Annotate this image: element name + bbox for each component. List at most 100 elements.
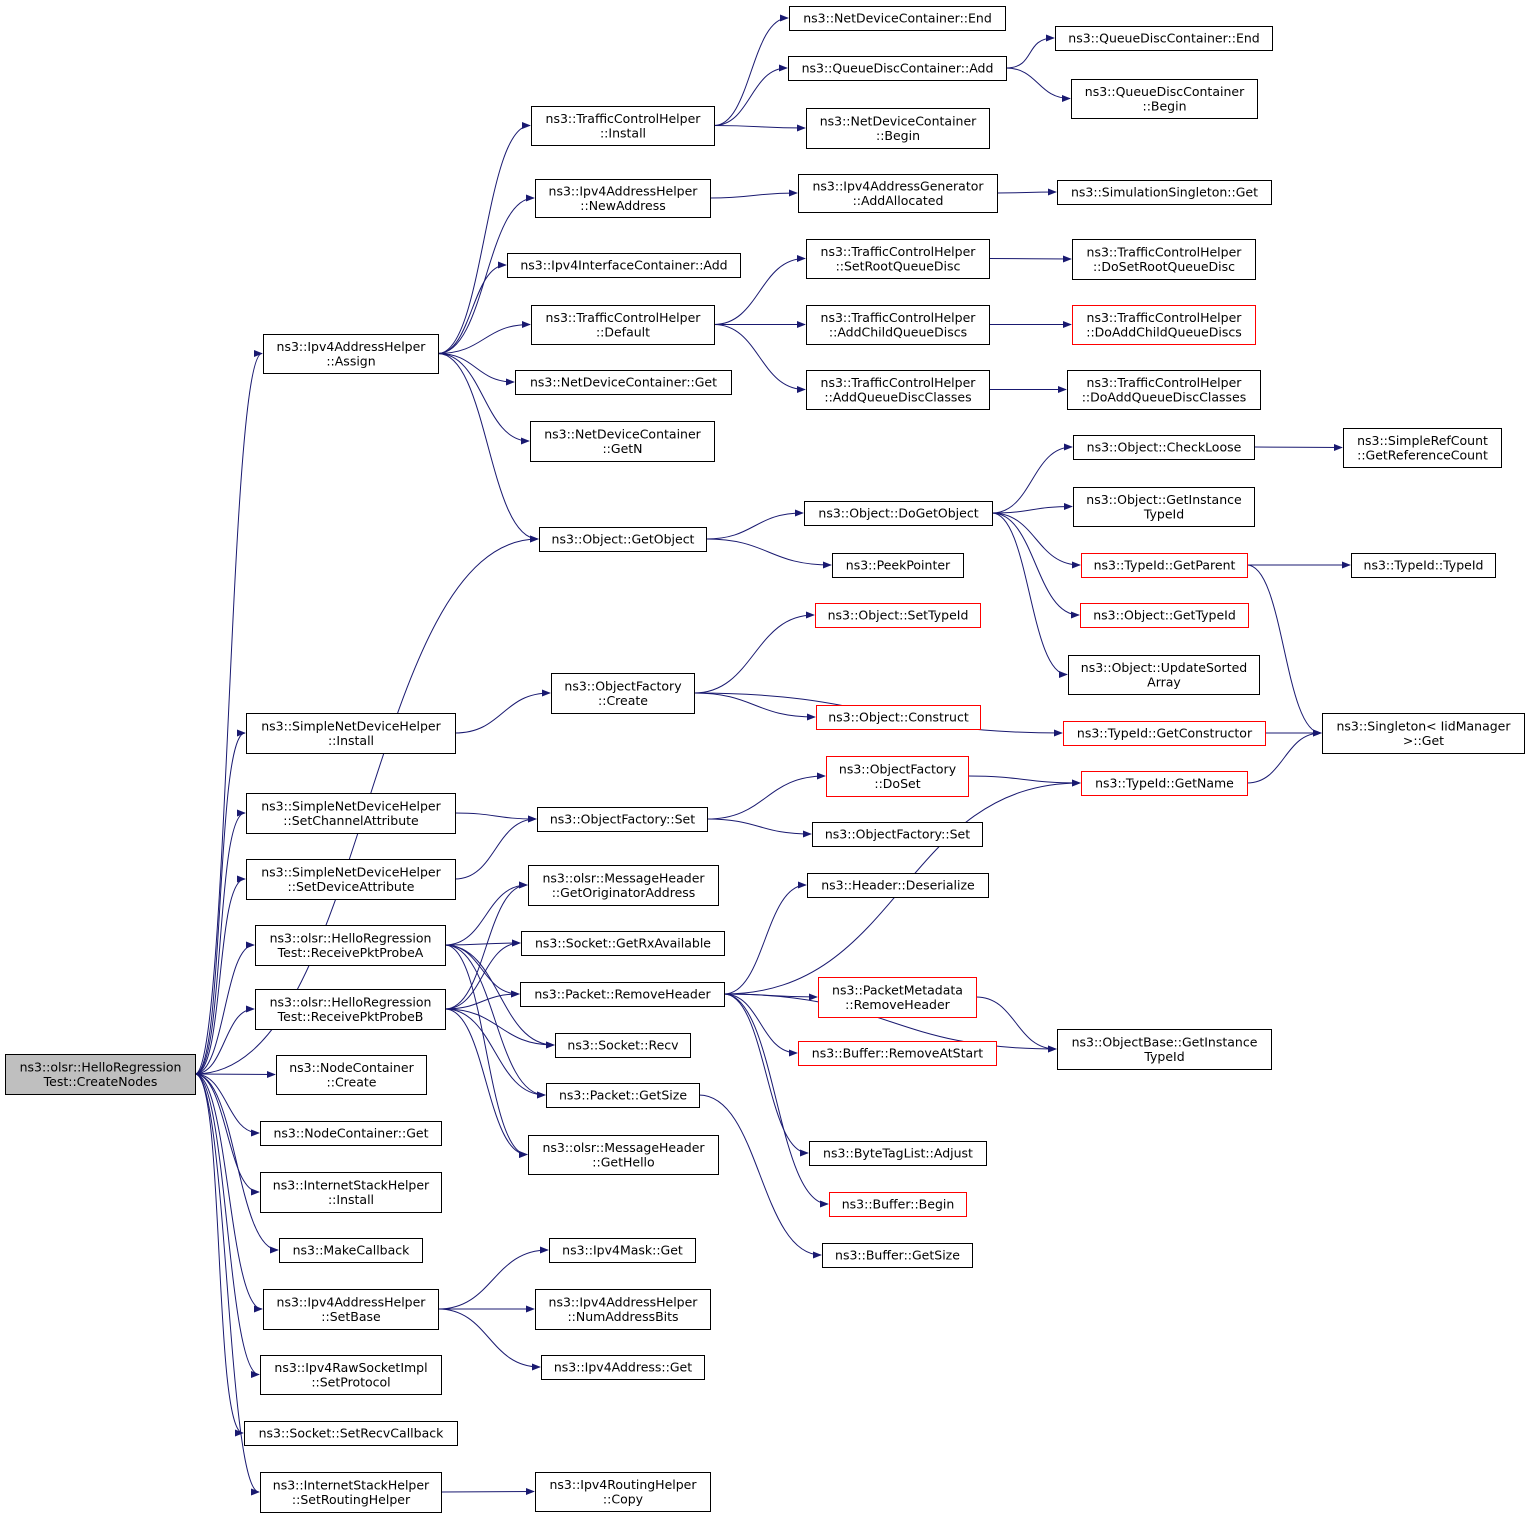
node-label-line: ns3::Object::UpdateSorted bbox=[1081, 660, 1247, 675]
graph-node-of-set-a[interactable]: ns3::ObjectFactory::Set bbox=[537, 807, 708, 832]
graph-node-obj-getobject[interactable]: ns3::Object::GetObject bbox=[539, 527, 707, 552]
graph-node-singleton-get[interactable]: ns3::Singleton< IidManager>::Get bbox=[1322, 713, 1525, 754]
graph-node-sndh-install[interactable]: ns3::SimpleNetDeviceHelper::Install bbox=[246, 713, 456, 754]
graph-node-qdc-begin[interactable]: ns3::QueueDiscContainer::Begin bbox=[1071, 79, 1258, 119]
graph-node-header-deserialize[interactable]: ns3::Header::Deserialize bbox=[807, 873, 989, 898]
graph-node-obj-checkloose[interactable]: ns3::Object::CheckLoose bbox=[1073, 435, 1255, 460]
graph-node-sndh-setchannelattr[interactable]: ns3::SimpleNetDeviceHelper::SetChannelAt… bbox=[246, 793, 456, 834]
node-box bbox=[546, 1083, 700, 1108]
graph-node-ipv4rh-copy[interactable]: ns3::Ipv4RoutingHelper::Copy bbox=[535, 1472, 711, 1512]
call-edge bbox=[698, 1094, 822, 1259]
graph-node-ndc-getn[interactable]: ns3::NetDeviceContainer::GetN bbox=[530, 421, 715, 462]
graph-node-tch-addchildqds[interactable]: ns3::TrafficControlHelper::AddChildQueue… bbox=[806, 305, 990, 345]
graph-node-ipv4ah-numaddressbits[interactable]: ns3::Ipv4AddressHelper::NumAddressBits bbox=[535, 1289, 711, 1330]
graph-node-packetmetadata-removeheader[interactable]: ns3::PacketMetadata::RemoveHeader bbox=[818, 977, 977, 1018]
graph-node-olsr-mh-getoriginator[interactable]: ns3::olsr::MessageHeader::GetOriginatorA… bbox=[528, 865, 719, 906]
graph-node-socket-recv[interactable]: ns3::Socket::Recv bbox=[555, 1033, 691, 1058]
graph-node-ipv4ag-addallocated[interactable]: ns3::Ipv4AddressGenerator::AddAllocated bbox=[798, 174, 998, 213]
graph-node-hrt-receiveprobea[interactable]: ns3::olsr::HelloRegressionTest::ReceiveP… bbox=[255, 925, 446, 966]
graph-node-ndc-begin[interactable]: ns3::NetDeviceContainer::Begin bbox=[806, 108, 990, 149]
graph-node-olsr-mh-gethello[interactable]: ns3::olsr::MessageHeader::GetHello bbox=[528, 1135, 719, 1175]
node-box bbox=[1343, 428, 1502, 468]
call-edge bbox=[991, 512, 1081, 569]
graph-node-of-create[interactable]: ns3::ObjectFactory::Create bbox=[551, 673, 695, 714]
node-label-line: ::AddQueueDiscClasses bbox=[824, 389, 971, 404]
graph-node-create-nodes[interactable]: ns3::olsr::HelloRegressionTest::CreateNo… bbox=[5, 1054, 196, 1095]
graph-node-socket-setrecvcallback[interactable]: ns3::Socket::SetRecvCallback bbox=[244, 1421, 458, 1446]
graph-node-tch-dosetrootqd[interactable]: ns3::TrafficControlHelper::DoSetRootQueu… bbox=[1072, 239, 1256, 280]
node-label-line: ::DoAddChildQueueDiscs bbox=[1086, 324, 1242, 339]
node-label-line: ::DoSet bbox=[874, 776, 920, 791]
call-edge bbox=[437, 1308, 541, 1371]
graph-node-obj-settypeid[interactable]: ns3::Object::SetTypeId bbox=[815, 603, 981, 628]
graph-node-ipv4mask-get[interactable]: ns3::Ipv4Mask::Get bbox=[549, 1238, 696, 1263]
graph-node-ndc-end[interactable]: ns3::NetDeviceContainer::End bbox=[789, 6, 1006, 31]
edge-layer bbox=[194, 14, 1351, 1496]
graph-node-nc-create[interactable]: ns3::NodeContainer::Create bbox=[276, 1055, 427, 1095]
graph-node-simsingleton-get[interactable]: ns3::SimulationSingleton::Get bbox=[1057, 180, 1272, 205]
node-label-line: ns3::ObjectFactory bbox=[839, 761, 957, 776]
call-edge bbox=[693, 692, 816, 721]
node-box bbox=[789, 6, 1006, 31]
graph-node-tch-install[interactable]: ns3::TrafficControlHelper::Install bbox=[531, 106, 715, 146]
graph-node-ipv4ah-assign[interactable]: ns3::Ipv4AddressHelper::Assign bbox=[263, 334, 439, 374]
graph-node-ipv4address-get[interactable]: ns3::Ipv4Address::Get bbox=[541, 1355, 705, 1380]
graph-node-buffer-begin[interactable]: ns3::Buffer::Begin bbox=[829, 1192, 967, 1217]
graph-node-packet-getsize[interactable]: ns3::Packet::GetSize bbox=[546, 1083, 700, 1108]
node-label-line: ns3::Socket::GetRxAvailable bbox=[535, 936, 711, 951]
node-label-line: ns3::Object::CheckLoose bbox=[1087, 440, 1242, 455]
graph-node-buffer-getsize[interactable]: ns3::Buffer::GetSize bbox=[822, 1243, 973, 1268]
call-edge bbox=[194, 875, 246, 1075]
graph-node-obj-gettypeid[interactable]: ns3::Object::GetTypeId bbox=[1080, 603, 1249, 628]
graph-node-tch-setrootqd[interactable]: ns3::TrafficControlHelper::SetRootQueueD… bbox=[806, 239, 990, 279]
graph-node-typeid-getconstructor[interactable]: ns3::TypeId::GetConstructor bbox=[1063, 721, 1266, 746]
node-label-line: ::AddChildQueueDiscs bbox=[829, 324, 967, 339]
node-label-line: ::Install bbox=[328, 1192, 374, 1207]
call-edge bbox=[991, 502, 1073, 514]
graph-node-obj-construct[interactable]: ns3::Object::Construct bbox=[816, 705, 981, 730]
graph-node-ndc-get[interactable]: ns3::NetDeviceContainer::Get bbox=[515, 370, 732, 395]
graph-node-peekpointer[interactable]: ns3::PeekPointer bbox=[832, 553, 964, 578]
graph-node-simplerefcount-getrefcount[interactable]: ns3::SimpleRefCount::GetReferenceCount bbox=[1343, 428, 1502, 468]
graph-node-ish-setroutinghelper[interactable]: ns3::InternetStackHelper::SetRoutingHelp… bbox=[260, 1472, 442, 1513]
node-box bbox=[551, 673, 695, 714]
graph-node-buffer-removeatstart[interactable]: ns3::Buffer::RemoveAtStart bbox=[798, 1041, 997, 1066]
graph-node-typeid-getparent[interactable]: ns3::TypeId::GetParent bbox=[1081, 553, 1248, 578]
graph-node-nc-get[interactable]: ns3::NodeContainer::Get bbox=[260, 1121, 442, 1146]
graph-node-qdc-end[interactable]: ns3::QueueDiscContainer::End bbox=[1055, 26, 1273, 51]
graph-node-socket-getrxavailable[interactable]: ns3::Socket::GetRxAvailable bbox=[521, 931, 725, 956]
graph-node-sndh-setdeviceattr[interactable]: ns3::SimpleNetDeviceHelper::SetDeviceAtt… bbox=[246, 859, 456, 900]
graph-node-of-doset[interactable]: ns3::ObjectFactory::DoSet bbox=[826, 756, 969, 797]
graph-node-typeid-getname[interactable]: ns3::TypeId::GetName bbox=[1081, 771, 1248, 796]
graph-node-ish-install[interactable]: ns3::InternetStackHelper::Install bbox=[260, 1172, 442, 1213]
graph-node-tch-doaddqdclasses[interactable]: ns3::TrafficControlHelper::DoAddQueueDis… bbox=[1067, 370, 1261, 410]
graph-node-qdc-add[interactable]: ns3::QueueDiscContainer::Add bbox=[788, 56, 1007, 81]
graph-node-typeid-typeid[interactable]: ns3::TypeId::TypeId bbox=[1351, 553, 1496, 578]
graph-node-packet-removeheader[interactable]: ns3::Packet::RemoveHeader bbox=[520, 982, 725, 1007]
node-label-line: ::Copy bbox=[603, 1491, 644, 1506]
graph-node-obj-dogetobject[interactable]: ns3::Object::DoGetObject bbox=[804, 501, 993, 526]
graph-node-tch-default[interactable]: ns3::TrafficControlHelper::Default bbox=[531, 305, 715, 345]
graph-node-ipv4ah-newaddress[interactable]: ns3::Ipv4AddressHelper::NewAddress bbox=[535, 179, 711, 218]
graph-node-tch-doaddchildqds[interactable]: ns3::TrafficControlHelper::DoAddChildQue… bbox=[1072, 305, 1256, 345]
node-box bbox=[260, 1472, 442, 1513]
graph-node-of-set-b[interactable]: ns3::ObjectFactory::Set bbox=[812, 822, 983, 847]
graph-node-ipv4rawsocket-setprotocol[interactable]: ns3::Ipv4RawSocketImpl::SetProtocol bbox=[260, 1355, 442, 1395]
graph-node-makecallback[interactable]: ns3::MakeCallback bbox=[279, 1238, 423, 1263]
graph-node-tch-addqdclasses[interactable]: ns3::TrafficControlHelper::AddQueueDiscC… bbox=[806, 370, 990, 410]
node-label-line: ns3::TrafficControlHelper bbox=[821, 375, 977, 390]
call-edge bbox=[713, 124, 806, 132]
node-box bbox=[244, 1421, 458, 1446]
graph-node-ipv4ic-add[interactable]: ns3::Ipv4InterfaceContainer::Add bbox=[507, 253, 741, 278]
node-label-line: ::RemoveHeader bbox=[845, 997, 951, 1012]
graph-node-ipv4ah-setbase[interactable]: ns3::Ipv4AddressHelper::SetBase bbox=[263, 1289, 439, 1330]
node-label-line: ns3::Packet::RemoveHeader bbox=[534, 987, 711, 1002]
call-edge bbox=[437, 320, 531, 354]
graph-node-hrt-receiveprobeb[interactable]: ns3::olsr::HelloRegressionTest::ReceiveP… bbox=[255, 989, 446, 1030]
node-box bbox=[1081, 553, 1248, 578]
graph-node-bytetaglist-adjust[interactable]: ns3::ByteTagList::Adjust bbox=[809, 1141, 987, 1166]
node-box bbox=[815, 603, 981, 628]
